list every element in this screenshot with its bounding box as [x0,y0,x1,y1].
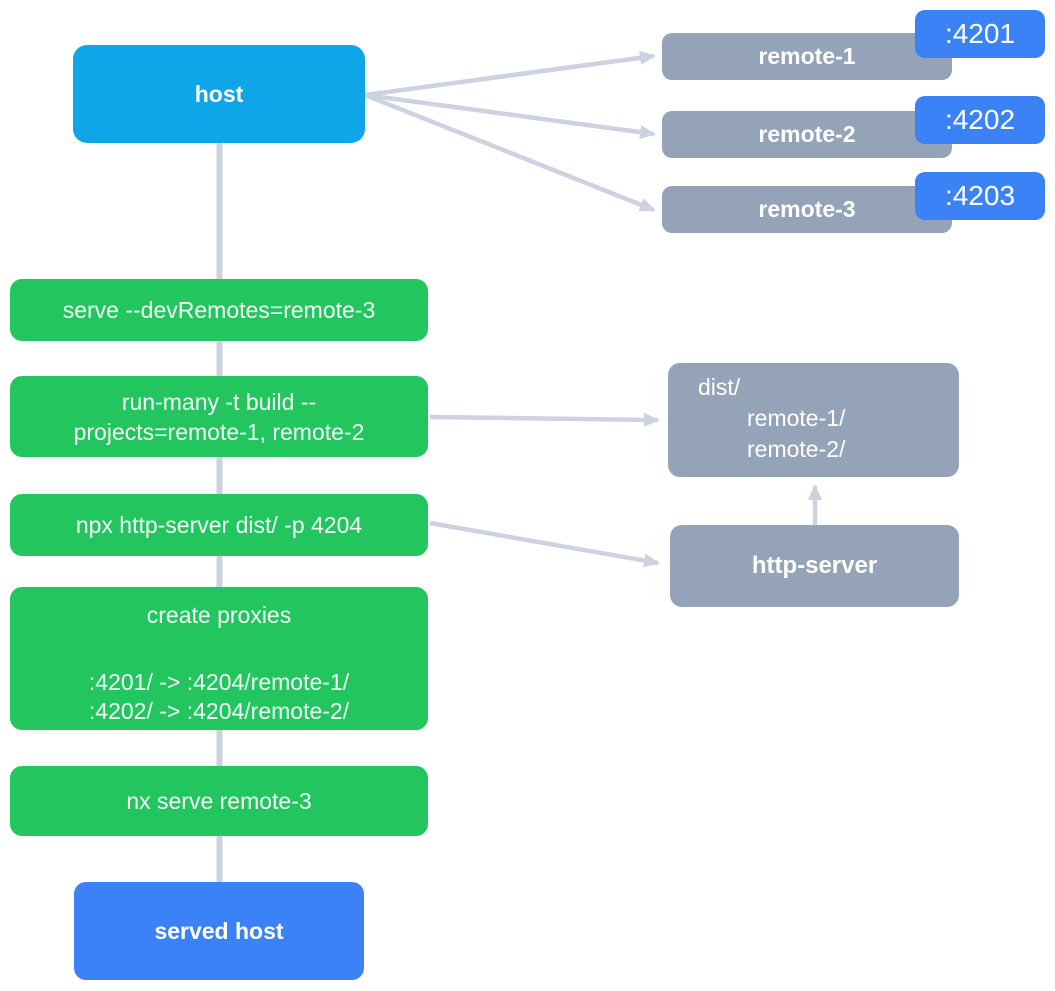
step-nx-serve-remote-3: nx serve remote-3 [10,766,428,836]
remote-2-port-label: :4202 [944,104,1016,135]
remote-2-port-badge: :4202 [915,96,1045,144]
remote-1-port-badge: :4201 [915,10,1045,58]
step-run-many-build: run-many -t build -- projects=remote-1, … [10,376,428,457]
remote-2-label: remote-2 [758,121,856,147]
proxy-mappings: :4201/ -> :4204/remote-1/ :4202/ -> :420… [89,668,349,726]
step-create-proxies-title: create proxies [146,602,292,628]
step-serve-dev-remotes: serve --devRemotes=remote-3 [10,279,428,341]
remote-3-port-label: :4203 [944,180,1016,211]
http-server-command-to-http-server-arrow [429,520,660,568]
step-npx-http-server: npx http-server dist/ -p 4204 [10,494,428,556]
remote-3-port-badge: :4203 [915,172,1045,220]
step-nx-serve-remote-3-label: nx serve remote-3 [126,788,312,814]
step-run-many-build-line-2: projects=remote-1, remote-2 [73,418,365,445]
remote-3-label: remote-3 [758,196,856,222]
run-many-to-dist-arrow [429,412,660,427]
step-create-proxies: create proxies :4201/ -> :4204/remote-1/… [10,587,428,730]
served-host-label: served host [154,917,284,944]
remote-1-label: remote-1 [758,43,856,69]
host-to-remote-3-arrow [364,92,656,213]
step-serve-dev-remotes-label: serve --devRemotes=remote-3 [62,297,376,323]
remote-1-port-label: :4201 [944,18,1016,49]
dist-folder-line: dist/ [698,374,741,400]
step-run-many-build-line-1: run-many -t build -- [121,388,317,415]
host-label: host [194,80,244,107]
proxy-mapping-1: :4201/ -> :4204/remote-1/ [88,669,350,695]
remote-2-node: remote-2 [662,111,952,158]
remote-3-node: remote-3 [662,186,952,233]
dist-remote-2-line: remote-2/ [747,436,846,462]
step-npx-http-server-label: npx http-server dist/ -p 4204 [75,512,363,538]
remote-1-node: remote-1 [662,33,952,80]
http-server-node: http-server [670,525,959,607]
dist-remote-1-line: remote-1/ [747,405,846,431]
served-host-node: served host [74,882,364,980]
host-to-remote-2-arrow [364,92,656,140]
host-to-remote-1-arrow [364,50,656,98]
dist-folder-node: dist/ remote-1/ remote-2/ [668,363,959,477]
proxy-mapping-2: :4202/ -> :4204/remote-2/ [88,698,350,724]
host-node: host [73,45,365,143]
http-server-label: http-server [751,552,878,579]
